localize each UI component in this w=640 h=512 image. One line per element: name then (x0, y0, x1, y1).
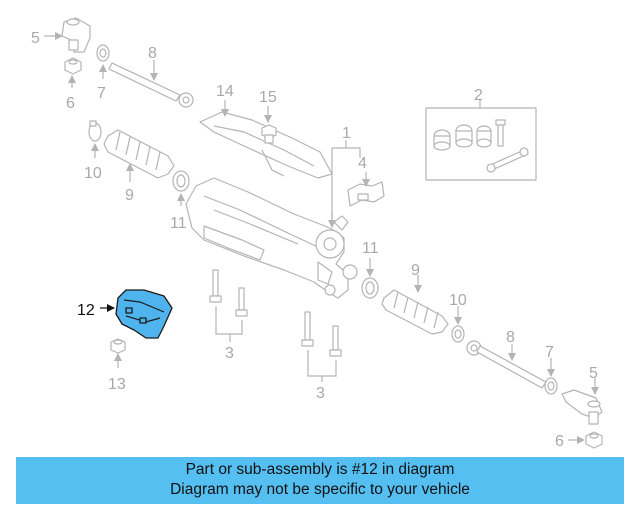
callout-6-top: 6 (66, 95, 75, 112)
callout-6-right: 6 (555, 433, 564, 450)
part-11-clamp-left (172, 170, 190, 192)
callout-5-top: 5 (31, 30, 40, 47)
part-10-clamp-left (88, 120, 102, 142)
part-7-jam-nut-left (96, 44, 110, 62)
part-6-nut-right (585, 431, 603, 449)
callout-15: 15 (259, 89, 277, 106)
callout-1: 1 (342, 125, 351, 142)
callout-3-lower: 3 (316, 385, 325, 402)
caption-line-2: Diagram may not be specific to your vehi… (170, 481, 470, 498)
part-13-nut (110, 338, 126, 354)
callout-10-right: 10 (449, 292, 467, 309)
part-3-bolts-upper (209, 269, 248, 317)
callout-5-right: 5 (589, 365, 598, 382)
callout-8-top: 8 (148, 45, 157, 62)
callout-7-top: 7 (97, 85, 106, 102)
parts-diagram: 5 6 7 8 14 15 10 (31, 17, 603, 450)
part-5-tie-rod-end-left (61, 17, 91, 53)
part-14-heat-shield (199, 111, 333, 179)
part-9-boot-left (103, 129, 175, 179)
callout-9-top: 9 (125, 187, 134, 204)
part-15-bolt (261, 124, 277, 144)
part-8-inner-tie-rod-left (108, 62, 194, 108)
callout-14: 14 (216, 83, 234, 100)
callout-10-top: 10 (84, 165, 102, 182)
part-6-nut-left (64, 57, 82, 75)
callout-4: 4 (358, 155, 367, 172)
part-10-clamp-right (451, 325, 465, 343)
part-11-clamp-right (361, 277, 379, 299)
part-12-highlighted-cover[interactable] (115, 289, 173, 339)
part-1-steering-rack (185, 177, 358, 299)
callout-8-right: 8 (506, 329, 515, 346)
caption-line-1: Part or sub-assembly is #12 in diagram (185, 461, 455, 478)
part-9-boot-right (381, 289, 449, 335)
part-3-bolts-lower (301, 311, 342, 357)
callout-11-right: 11 (362, 240, 379, 257)
part-8-inner-tie-rod-right (466, 340, 547, 389)
callout-13: 13 (108, 376, 126, 393)
callout-7-right: 7 (545, 344, 554, 361)
callout-2: 2 (474, 87, 483, 104)
part-2-bushing-kit (425, 107, 537, 181)
callout-11-left: 11 (170, 215, 187, 232)
callout-9-right: 9 (411, 262, 420, 279)
part-5-tie-rod-end-right (561, 389, 603, 425)
info-caption-banner: Part or sub-assembly is #12 in diagram D… (16, 457, 624, 504)
callout-12-highlighted: 12 (77, 302, 95, 319)
callout-3-upper: 3 (225, 345, 234, 362)
part-7-jam-nut-right (544, 377, 558, 395)
